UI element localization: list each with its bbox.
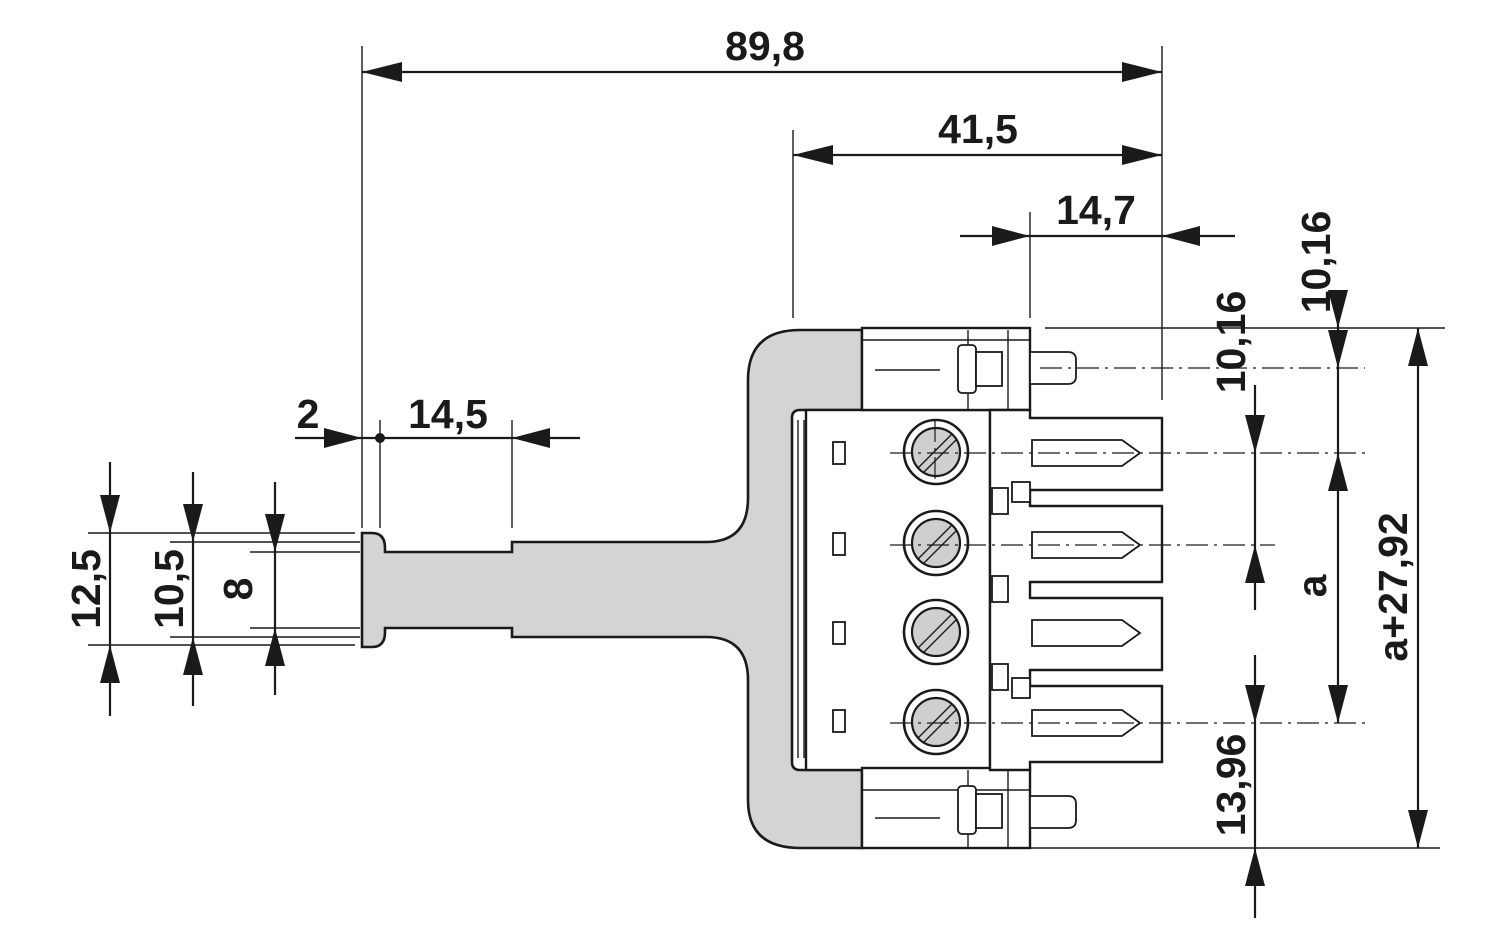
lower-flange	[860, 766, 1032, 850]
dim-height-8: 8	[215, 578, 261, 601]
dim-pitch-top-2: 10,16	[1208, 291, 1254, 394]
side-tabs	[991, 481, 1031, 699]
dim-bottom-offset: 13,96	[1208, 734, 1254, 837]
dim-height-12-5: 12,5	[63, 549, 109, 629]
dim-plug-body-length: 41,5	[938, 106, 1018, 152]
center-lines	[890, 367, 1365, 724]
dim-pitch-top-1: 10,16	[1293, 211, 1339, 314]
slotted-screw-icon	[902, 509, 970, 577]
extension-lines	[88, 46, 1445, 849]
bottom-stud	[957, 785, 1077, 835]
handle-inner-lines	[797, 420, 805, 758]
dim-flange-width: 14,7	[1056, 187, 1136, 233]
dim-offset-2: 2	[297, 391, 320, 437]
handle-grey-shape	[360, 328, 864, 850]
contact-pin	[1031, 619, 1142, 647]
top-stud	[957, 344, 1077, 394]
marker-windows	[832, 441, 846, 733]
dimension-lines	[100, 62, 1428, 918]
dim-overall-length: 89,8	[725, 23, 805, 69]
slotted-screw-icon	[902, 598, 970, 666]
dim-tab-length: 14,5	[408, 391, 488, 437]
dim-total-a-plus: a+27,92	[1370, 512, 1416, 661]
dimension-labels: 89,8 41,5 14,7 2 14,5 12,5 10,5 8 10,16 …	[63, 23, 1416, 836]
pin-comb-housing	[988, 408, 1164, 772]
slotted-screw-icon	[902, 688, 970, 756]
slotted-screw-icon	[902, 418, 970, 486]
screws	[902, 418, 970, 756]
dim-height-10-5: 10,5	[146, 549, 192, 629]
dim-pitch-a: a	[1289, 573, 1335, 597]
